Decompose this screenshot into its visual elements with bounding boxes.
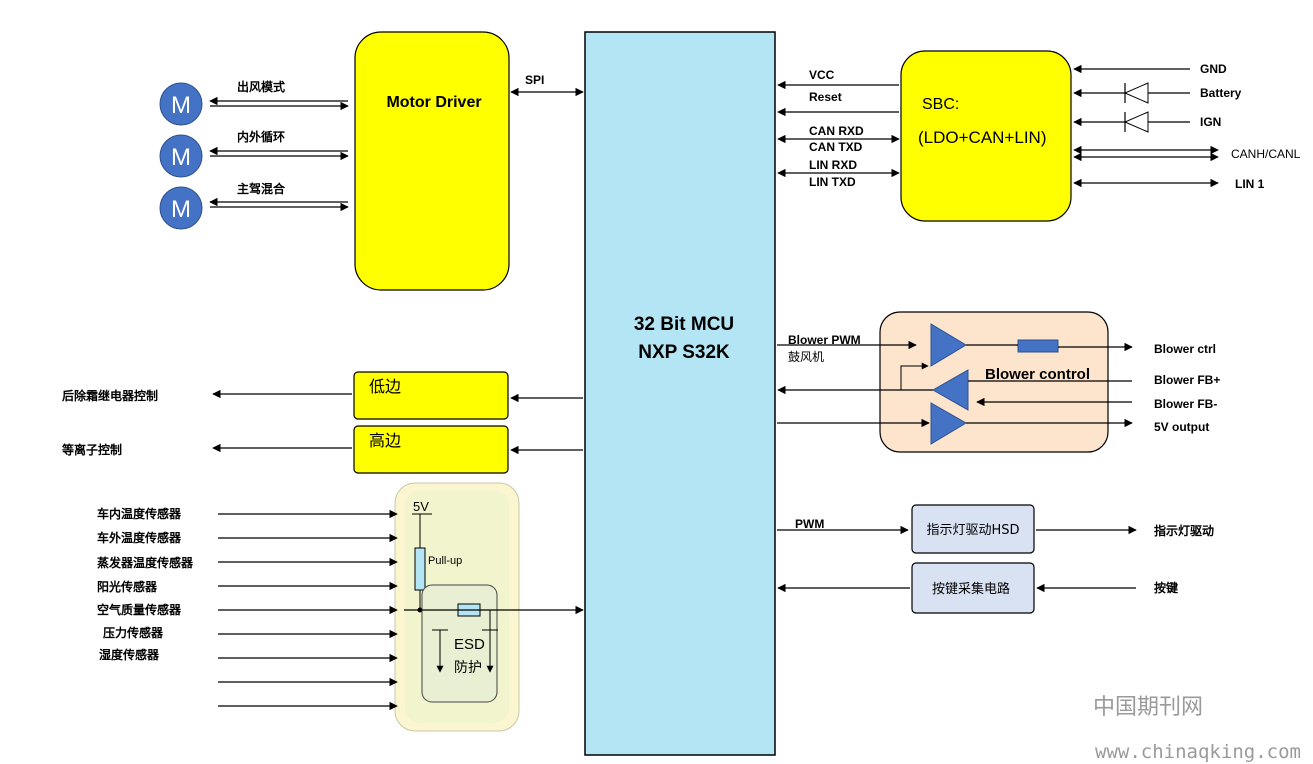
mcu-block	[584, 31, 776, 756]
ign-diode-icon	[1123, 111, 1149, 133]
blower-control-label: Blower control	[985, 366, 1090, 383]
battery-label: Battery	[1200, 86, 1242, 100]
sbc-label-line1: SBC:	[922, 96, 959, 113]
can-txd-label: CAN TXD	[809, 140, 863, 154]
battery-diode-icon	[1123, 82, 1149, 104]
sensor-label-3: 蒸发器温度传感器	[97, 555, 194, 570]
defrost-relay-label: 后除霜继电器控制	[62, 388, 158, 403]
blower-fb-plus-label: Blower FB+	[1154, 373, 1220, 387]
protect-label: 防护	[454, 660, 482, 676]
sensor-label-6: 压力传感器	[103, 625, 164, 640]
blower-cn-label: 鼓风机	[788, 350, 824, 364]
lin-txd-label: LIN TXD	[809, 175, 856, 189]
motor-symbol: M	[171, 196, 191, 223]
key-circuit-label: 按键采集电路	[932, 581, 1010, 597]
motor-1: M	[159, 82, 203, 126]
pullup-resistor-icon	[414, 547, 426, 591]
blower-fb-minus-label: Blower FB-	[1154, 397, 1217, 411]
key-label: 按键	[1154, 580, 1178, 595]
sbc-block	[900, 50, 1072, 222]
canh-canl-label: CANH/CANL	[1231, 147, 1301, 161]
motor-1-label: 出风模式	[237, 79, 285, 94]
blower-ctrl-label: Blower ctrl	[1154, 342, 1216, 356]
ign-label: IGN	[1200, 115, 1221, 129]
sensor-label-4: 阳光传感器	[97, 579, 158, 594]
pullup-label: Pull-up	[428, 555, 462, 567]
sensor-label-7: 湿度传感器	[99, 647, 160, 662]
motor-3-label: 主驾混合	[237, 181, 286, 196]
lin-rxd-label: LIN RXD	[809, 158, 857, 172]
key-circuit-block	[911, 562, 1035, 614]
five-v-output-label: 5V output	[1154, 420, 1209, 434]
sensor-label-2: 车外温度传感器	[97, 530, 182, 545]
blower-resistor-icon	[1017, 339, 1059, 353]
hsd-block	[911, 504, 1035, 554]
high-side-block	[353, 425, 509, 474]
high-side-label: 高边	[369, 431, 401, 450]
blower-amp-3-icon	[930, 402, 967, 445]
low-side-label: 低边	[369, 377, 401, 396]
blower-pwm-label: Blower PWM	[788, 333, 861, 347]
watermark-url: www.chinaqking.com	[1095, 741, 1301, 763]
blower-amp-1-icon	[930, 323, 967, 367]
led-drive-label: 指示灯驱动	[1154, 523, 1214, 538]
sbc-label-line2: (LDO+CAN+LIN)	[918, 128, 1046, 147]
motor-2-label: 内外循环	[237, 129, 285, 144]
hsd-label: 指示灯驱动HSD	[926, 523, 1019, 538]
motor-3: M	[159, 186, 203, 230]
five-v-label: 5V	[413, 499, 429, 514]
motor-symbol: M	[171, 144, 191, 171]
vcc-label: VCC	[809, 68, 835, 82]
low-side-block	[353, 371, 509, 420]
motor-driver-label: Motor Driver	[386, 94, 481, 111]
gnd-label: GND	[1200, 62, 1227, 76]
mcu-title-line2: NXP S32K	[638, 342, 730, 363]
motor-2: M	[159, 134, 203, 178]
mcu-title-line1: 32 Bit MCU	[634, 314, 734, 335]
esd-label: ESD	[454, 636, 485, 653]
blower-amp-2-icon	[931, 369, 969, 411]
sensor-label-5: 空气质量传感器	[97, 602, 182, 617]
lin1-label: LIN 1	[1235, 177, 1265, 191]
watermark-cn: 中国期刊网	[1093, 695, 1203, 720]
motor-icon	[159, 186, 203, 230]
plasma-label: 等离子控制	[61, 442, 122, 457]
motor-driver-block	[354, 31, 510, 291]
reset-label: Reset	[809, 90, 842, 104]
motor-symbol: M	[171, 92, 191, 119]
sensor-label-1: 车内温度传感器	[97, 506, 182, 521]
motor-icon	[159, 134, 203, 178]
motor-icon	[159, 82, 203, 126]
can-rxd-label: CAN RXD	[809, 124, 864, 138]
pwm-label: PWM	[795, 517, 824, 531]
spi-label: SPI	[525, 73, 544, 87]
